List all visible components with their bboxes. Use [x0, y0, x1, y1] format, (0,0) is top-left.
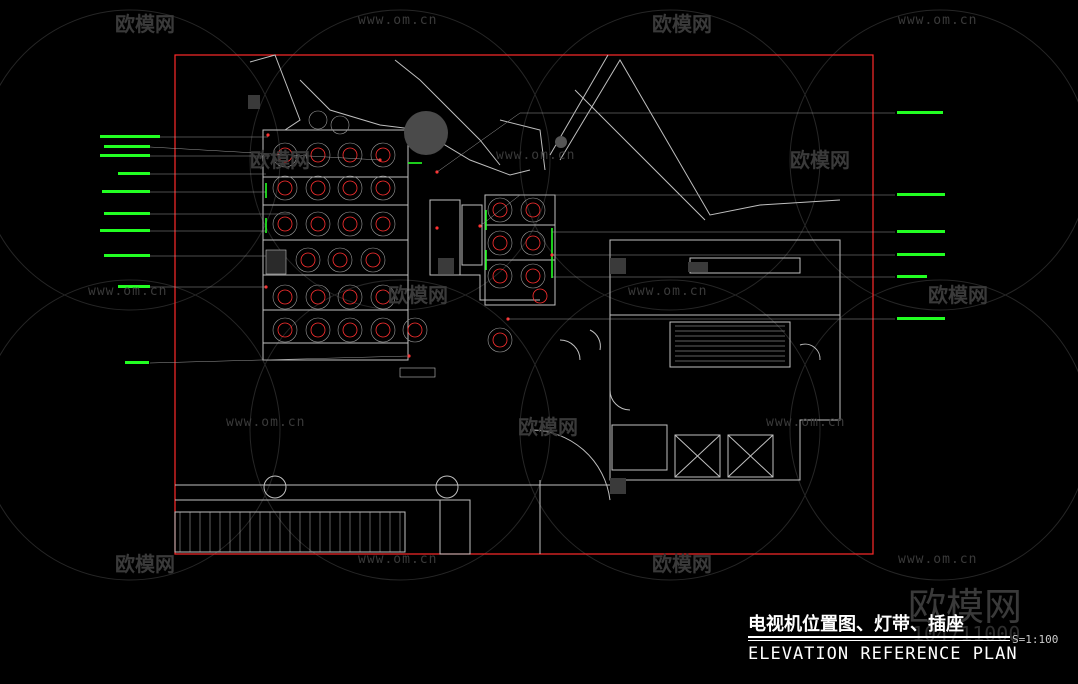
- watermark-brand-large: 欧模网: [908, 585, 1023, 629]
- watermark-id: 104711000: [912, 622, 1021, 646]
- watermark-url: www.om.cn: [358, 13, 438, 28]
- watermark-brand: 欧模网: [928, 283, 988, 307]
- chairs: [272, 110, 546, 353]
- tv-fixture: [265, 249, 287, 275]
- watermark-url: www.om.cn: [898, 552, 978, 567]
- watermark-url: www.om.cn: [226, 415, 306, 430]
- drawing-title-english: ELEVATION REFERENCE PLAN: [748, 644, 1018, 664]
- drawing-scale: S=1:100: [1012, 633, 1059, 646]
- leader-lines: [149, 112, 895, 364]
- watermark-url: www.om.cn: [496, 148, 576, 163]
- dining-tables: [277, 147, 548, 348]
- title-underline-thin: [748, 640, 1010, 641]
- watermark-url: www.om.cn: [898, 13, 978, 28]
- watermark-url: www.om.cn: [358, 552, 438, 567]
- watermark-brand: 欧模网: [115, 552, 175, 576]
- watermark-url: www.om.cn: [766, 415, 846, 430]
- watermark-brand: 欧模网: [115, 12, 175, 36]
- columns: [248, 95, 708, 494]
- drawing-frame: [174, 54, 874, 555]
- watermark-brand: 欧模网: [652, 552, 712, 576]
- building-walls: [174, 54, 841, 555]
- watermark-url: www.om.cn: [88, 284, 168, 299]
- drawing-title-chinese: 电视机位置图、灯带、插座: [748, 614, 964, 635]
- title-underline: [748, 636, 1010, 638]
- watermark-brand: 欧模网: [652, 12, 712, 36]
- watermark-brand: 欧模网: [518, 415, 578, 439]
- watermark-url: www.om.cn: [628, 284, 708, 299]
- bar-counter: [399, 367, 436, 378]
- watermark-brand: 欧模网: [388, 283, 448, 307]
- round-column: [404, 111, 448, 155]
- light-strips: [265, 162, 553, 278]
- small-column: [555, 136, 567, 148]
- watermark-brand: 欧模网: [790, 148, 850, 172]
- watermark-brand: 欧模网: [250, 148, 310, 172]
